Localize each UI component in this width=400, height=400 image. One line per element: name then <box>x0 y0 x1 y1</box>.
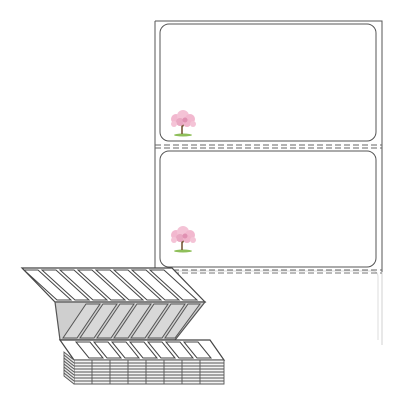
fanfold-bottom-strip <box>58 339 226 361</box>
fanfold-stack-edges <box>63 351 225 385</box>
perforation-line-1 <box>155 144 382 149</box>
label-2 <box>159 150 377 268</box>
fanfold-top-strip <box>20 267 207 303</box>
fanfold-middle-strip <box>54 301 207 341</box>
liner-outline <box>154 20 383 272</box>
label-1-outline <box>159 23 377 142</box>
label-2-outline <box>159 150 377 268</box>
perforation-line-2 <box>155 269 382 274</box>
cherry-blossom-tree-icon <box>171 110 196 137</box>
fanfold-label-stack-icon <box>20 267 226 385</box>
cherry-blossom-tree-icon <box>171 226 196 253</box>
label-1 <box>159 23 377 142</box>
